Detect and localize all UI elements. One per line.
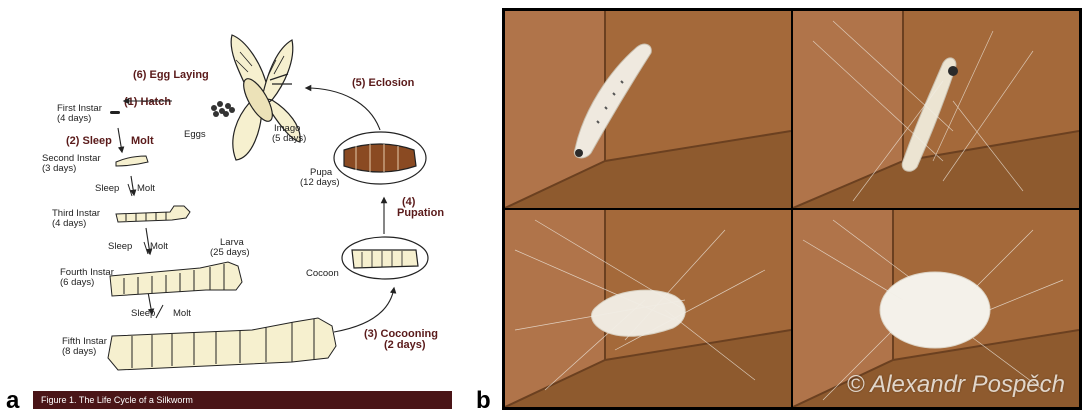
copyright-watermark: © Alexandr Pospěch <box>847 371 1065 399</box>
label-molt-2: Molt <box>137 183 155 194</box>
stage-sleep-1: (2) Sleep <box>66 135 112 147</box>
panel-b-letter: b <box>476 389 491 413</box>
stage-cocooning-days: (2 days) <box>384 339 426 351</box>
third-instar-larva <box>116 206 190 222</box>
life-cycle-diagram: (6) Egg Laying (1) Hatch (5) Eclosion (2… <box>0 0 480 390</box>
label-fifth-days: (8 days) <box>62 346 96 357</box>
pupa-illustration <box>334 132 426 184</box>
stage-eclosion: (5) Eclosion <box>352 77 415 89</box>
label-fourth-days: (6 days) <box>60 277 94 288</box>
label-imago-days: (5 days) <box>272 133 306 144</box>
cocooning-photo-grid: © Alexandr Pospěch <box>502 8 1082 410</box>
figure-caption: Figure 1. The Life Cycle of a Silkworm <box>33 391 452 409</box>
stage-egg-laying: (6) Egg Laying <box>133 69 209 81</box>
label-molt-3: Molt <box>150 241 168 252</box>
panel-a-letter: a <box>6 389 19 413</box>
stage-hatch: (1) Hatch <box>124 96 171 108</box>
stage-pupation: Pupation <box>397 207 444 219</box>
photo-cocoon-forming <box>505 210 791 407</box>
label-third-days: (4 days) <box>52 218 86 229</box>
second-instar-larva <box>116 156 148 166</box>
label-cocoon: Cocoon <box>306 268 339 279</box>
label-sleep-3: Sleep <box>108 241 132 252</box>
cocoon-illustration <box>342 237 428 279</box>
label-first-days: (4 days) <box>57 113 91 124</box>
label-pupa-days: (12 days) <box>300 177 340 188</box>
fifth-instar-larva <box>108 318 336 370</box>
photo-early-silk <box>793 11 1079 208</box>
stage-molt-1: Molt <box>131 135 154 147</box>
label-molt-4: Molt <box>173 308 191 319</box>
label-larva-days: (25 days) <box>210 247 250 258</box>
eggs-cluster <box>211 101 235 117</box>
first-instar-larva <box>110 111 120 114</box>
fourth-instar-larva <box>110 262 242 296</box>
photo-cocoon-complete: © Alexandr Pospěch <box>793 210 1079 407</box>
label-second-days: (3 days) <box>42 163 76 174</box>
label-eggs: Eggs <box>184 129 206 140</box>
label-sleep-2: Sleep <box>95 183 119 194</box>
photo-larva-start <box>505 11 791 208</box>
